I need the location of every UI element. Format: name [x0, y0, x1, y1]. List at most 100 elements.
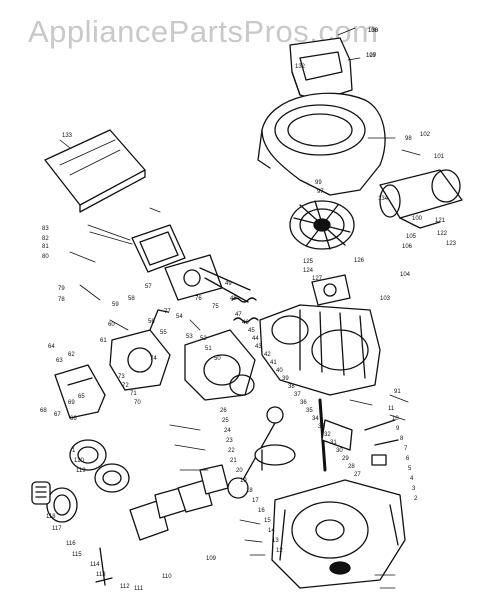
part-label-41: 41 [270, 360, 277, 366]
part-label-37: 37 [294, 392, 301, 398]
part-label-19: 19 [240, 478, 247, 484]
flywheel-part [289, 200, 355, 250]
part-label-11: 11 [388, 406, 395, 412]
part-label-48: 48 [230, 296, 237, 302]
part-label-62: 62 [68, 352, 75, 358]
part-label-27: 27 [354, 472, 361, 478]
part-label-101: 101 [434, 154, 445, 160]
part-label-77: 77 [164, 309, 171, 315]
part-label-99: 99 [315, 180, 322, 186]
part-label-38: 38 [288, 384, 295, 390]
part-label-43: 43 [255, 344, 262, 350]
part-label-125: 125 [303, 259, 314, 265]
part-label-79: 79 [58, 286, 65, 292]
part-label-14: 14 [268, 528, 275, 534]
part-label-113: 113 [96, 572, 106, 578]
part-label-29: 29 [342, 456, 349, 462]
part-label-70: 70 [134, 400, 141, 406]
head-gasket-part [164, 254, 223, 301]
part-label-52: 52 [200, 336, 207, 342]
part-label-134: 134 [378, 196, 389, 202]
part-label-117: 117 [52, 526, 62, 532]
part-label-100: 100 [412, 216, 423, 222]
part-label-124: 124 [303, 268, 314, 274]
part-label-119: 119 [76, 468, 86, 474]
part-label-58: 58 [128, 296, 135, 302]
part-label-120: 120 [74, 458, 85, 464]
part-label-1: 1 [72, 448, 76, 454]
cylinder-block-part [259, 304, 381, 396]
part-label-17: 17 [252, 498, 259, 504]
part-label-49: 49 [225, 281, 232, 287]
part-label-8: 8 [400, 436, 404, 442]
ignition-coil-part [311, 274, 351, 306]
connecting-rod-part [227, 406, 284, 499]
camshaft-part [364, 419, 399, 466]
part-label-63: 63 [56, 358, 63, 364]
part-label-16: 16 [258, 508, 265, 514]
part-label-53: 53 [186, 334, 193, 340]
part-label-78: 78 [58, 297, 65, 303]
part-label-23: 23 [226, 438, 233, 444]
part-label-83: 83 [42, 226, 49, 232]
part-label-81: 81 [42, 244, 49, 250]
part-label-34: 34 [312, 416, 319, 422]
control-bracket-part [54, 364, 106, 419]
part-label-28: 28 [348, 464, 355, 470]
part-label-44: 44 [252, 336, 259, 342]
part-label-72: 72 [122, 383, 129, 389]
part-label-68: 68 [40, 408, 47, 414]
part-label-132: 132 [295, 64, 306, 70]
part-label-121: 121 [435, 218, 446, 224]
part-label-127: 127 [312, 276, 323, 282]
part-label-69: 69 [68, 400, 75, 406]
part-label-35: 35 [306, 408, 313, 414]
part-label-98: 98 [405, 136, 412, 142]
part-label-65: 65 [78, 394, 85, 400]
part-label-57: 57 [145, 284, 152, 290]
part-label-40: 40 [276, 368, 283, 374]
part-label-75: 75 [212, 304, 219, 310]
valve-cover-part [131, 224, 186, 273]
leader-lines [59, 27, 421, 589]
part-label-59: 59 [112, 302, 119, 308]
blower-housing-part [257, 92, 386, 196]
part-label-2: 2 [414, 496, 418, 502]
part-label-4: 4 [410, 476, 414, 482]
part-label-71: 71 [130, 391, 137, 397]
part-label-54: 54 [176, 314, 183, 320]
part-label-33: 33 [318, 424, 325, 430]
part-label-129: 129 [366, 53, 377, 59]
part-label-61: 61 [100, 338, 107, 344]
part-label-108: 108 [368, 28, 379, 34]
part-label-80: 80 [42, 254, 49, 260]
part-label-31: 31 [330, 440, 337, 446]
part-label-64: 64 [48, 344, 55, 350]
part-label-118: 118 [46, 514, 56, 520]
part-label-114: 114 [90, 562, 100, 568]
fuel-tank-part [184, 329, 256, 401]
part-label-105: 105 [406, 234, 417, 240]
part-label-20: 20 [236, 468, 243, 474]
part-label-56: 56 [148, 319, 155, 325]
part-label-122: 122 [437, 231, 448, 237]
part-label-51: 51 [205, 346, 212, 352]
part-label-5: 5 [408, 466, 412, 472]
part-label-73: 73 [118, 374, 125, 380]
part-label-6: 6 [406, 456, 410, 462]
part-label-25: 25 [222, 418, 229, 424]
part-label-45: 45 [248, 328, 255, 334]
carburetor-part [109, 309, 171, 391]
part-label-39: 39 [282, 376, 289, 382]
part-label-47: 47 [235, 312, 242, 318]
part-label-18: 18 [246, 488, 253, 494]
part-label-126: 126 [354, 258, 365, 264]
part-label-36: 36 [300, 400, 307, 406]
part-label-82: 82 [42, 236, 49, 242]
part-label-130: 130 [368, 28, 379, 34]
part-label-123: 123 [446, 241, 457, 247]
part-label-74: 74 [150, 356, 157, 362]
part-label-15: 15 [264, 518, 271, 524]
